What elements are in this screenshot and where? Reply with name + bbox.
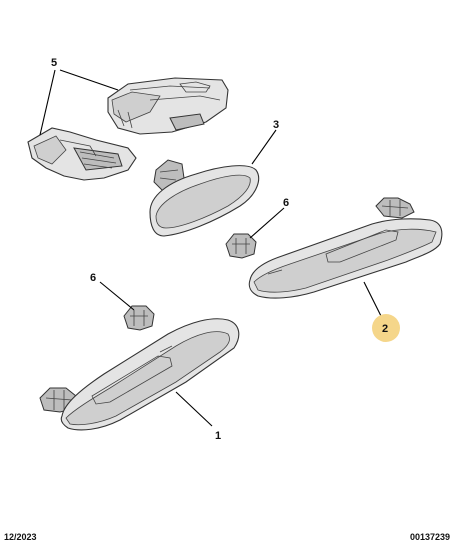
callout-6-right: 6 xyxy=(283,197,289,209)
leader-1 xyxy=(175,391,213,427)
callout-5: 5 xyxy=(51,57,57,69)
part-2-sun-visor-right xyxy=(248,197,443,299)
part-6-clip-left xyxy=(123,305,155,331)
callout-2-highlight xyxy=(372,314,400,342)
callout-2: 2 xyxy=(382,323,388,335)
leader-5b xyxy=(39,69,56,136)
callout-1: 1 xyxy=(215,430,221,442)
part-5-upper-housing xyxy=(107,77,229,135)
callout-6-left: 6 xyxy=(90,272,96,284)
leader-6a xyxy=(249,207,285,239)
leader-6b xyxy=(99,281,135,311)
callout-3: 3 xyxy=(273,119,279,131)
leader-3 xyxy=(251,129,277,165)
leader-5a xyxy=(59,69,119,91)
footer-reference: 00137239 xyxy=(409,532,450,542)
part-3-mirror xyxy=(149,159,260,237)
part-1-sun-visor-left xyxy=(39,318,240,431)
part-5-lower-housing xyxy=(27,127,137,181)
part-6-clip-right xyxy=(225,233,257,259)
footer-date: 12/2023 xyxy=(4,532,37,542)
